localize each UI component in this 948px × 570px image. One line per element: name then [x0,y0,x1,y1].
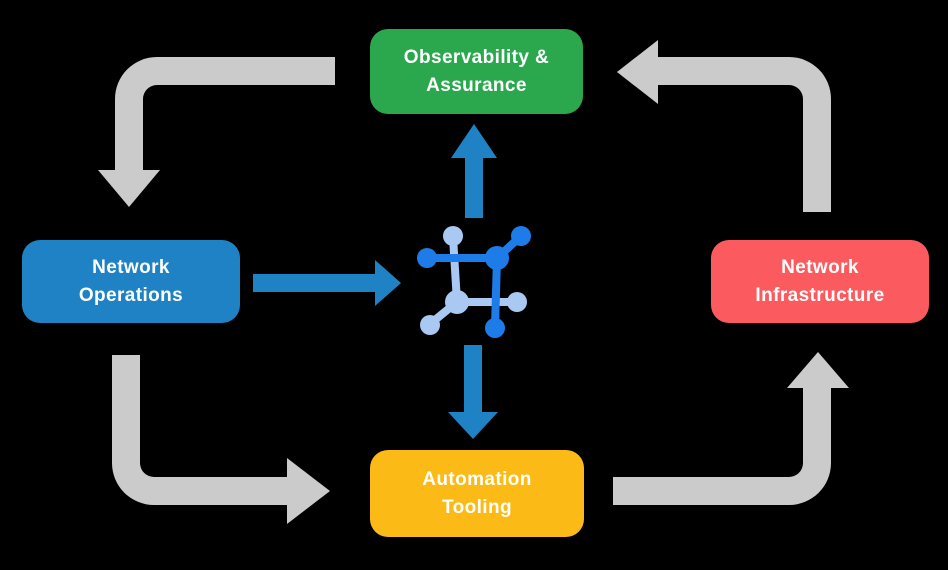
node-label-line: Infrastructure [755,284,885,306]
node-automation-tooling: Automation Tooling [370,450,584,537]
cycle-arrow-operations-to-automation [112,355,330,524]
network-icon-light-dots [420,226,527,335]
network-icon-dark-dots [417,226,531,338]
cycle-arrow-observability-to-operations [98,57,335,207]
flow-arrow-core-to-observability [451,124,497,218]
node-label-line: Assurance [426,74,527,96]
node-network-infrastructure: Network Infrastructure [711,240,929,323]
node-label-line: Network [92,256,170,278]
node-label-line: Operations [78,284,184,306]
flow-arrow-core-to-automation [448,345,498,439]
node-observability-assurance: Observability & Assurance [370,29,583,114]
node-label-line: Network [781,256,859,278]
flow-arrow-operations-to-core [253,260,401,306]
cycle-arrow-automation-to-infrastructure [613,352,849,505]
node-label-line: Tooling [442,496,512,518]
node-label-line: Automation [422,468,532,490]
cycle-arrow-infrastructure-to-observability [617,40,831,212]
network-automation-icon [417,226,531,338]
node-network-operations: Network Operations [22,240,240,323]
node-label-line: Observability & [403,46,550,68]
